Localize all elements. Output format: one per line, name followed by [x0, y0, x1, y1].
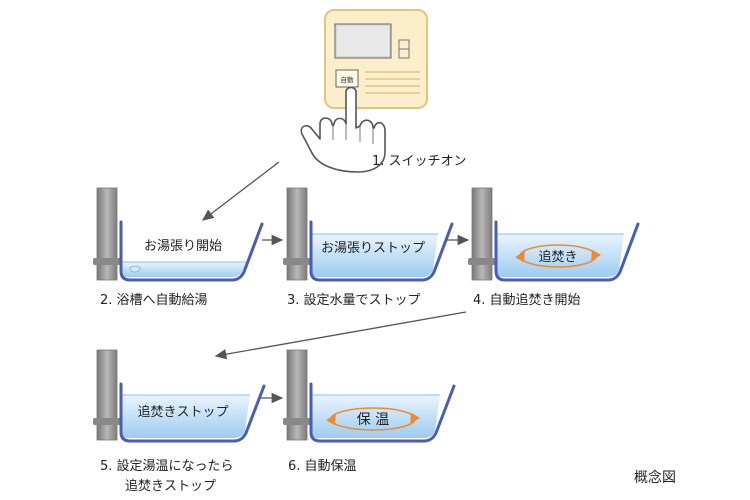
panel-grille [365, 71, 420, 94]
auto-button-label: 自動 [341, 75, 355, 84]
step-5-label-line2: 追焚きストップ [125, 478, 216, 494]
pipe [471, 187, 493, 281]
tub-text: お湯張り開始 [144, 239, 222, 254]
tub-outline [119, 220, 264, 282]
control-panel: 自動 [324, 9, 428, 109]
water [496, 234, 624, 277]
bathtub-step3: お湯張りストップ [283, 187, 454, 282]
tub-outline [119, 382, 266, 443]
caption: 概念図 [634, 469, 676, 486]
tub-text: 追焚きストップ [137, 404, 228, 420]
arrow-panel-to-step2 [201, 161, 280, 221]
tub-text: お湯張りストップ [321, 241, 425, 256]
tub-text: 保 温 [357, 412, 389, 428]
arrow-step4-to-step5 [214, 311, 467, 360]
water [311, 234, 438, 277]
pipe [96, 349, 118, 441]
tub-text: 追焚き [538, 249, 577, 265]
pipe [286, 187, 308, 281]
step-5-label-line1: 5. 設定湯温になったら [100, 458, 234, 474]
tub-outline [309, 220, 454, 282]
water [121, 395, 250, 438]
tub-outline [309, 382, 456, 443]
step-6-label: 6. 自動保温 [288, 459, 357, 474]
auto-button[interactable] [335, 69, 359, 88]
bathtub-step5: 追焚きストップ [93, 349, 266, 443]
step-3-label: 3. 設定水量でストップ [287, 292, 421, 308]
step-4-label: 4. 自動追焚き開始 [473, 292, 581, 308]
pipe [286, 349, 308, 441]
hand-icon [300, 86, 386, 173]
bathtub-step6: 保 温 [283, 349, 456, 443]
bathtub-step4: 追焚き [468, 187, 640, 282]
step-2-label: 2. 浴槽へ自動給湯 [100, 293, 208, 308]
step-1-label: 1. スイッチオン [372, 154, 467, 169]
inflow-bubble [129, 265, 141, 273]
bathtub-step2: お湯張り開始 [93, 187, 264, 282]
water [121, 262, 247, 277]
tub-outline [494, 220, 640, 282]
pipe [96, 187, 118, 281]
